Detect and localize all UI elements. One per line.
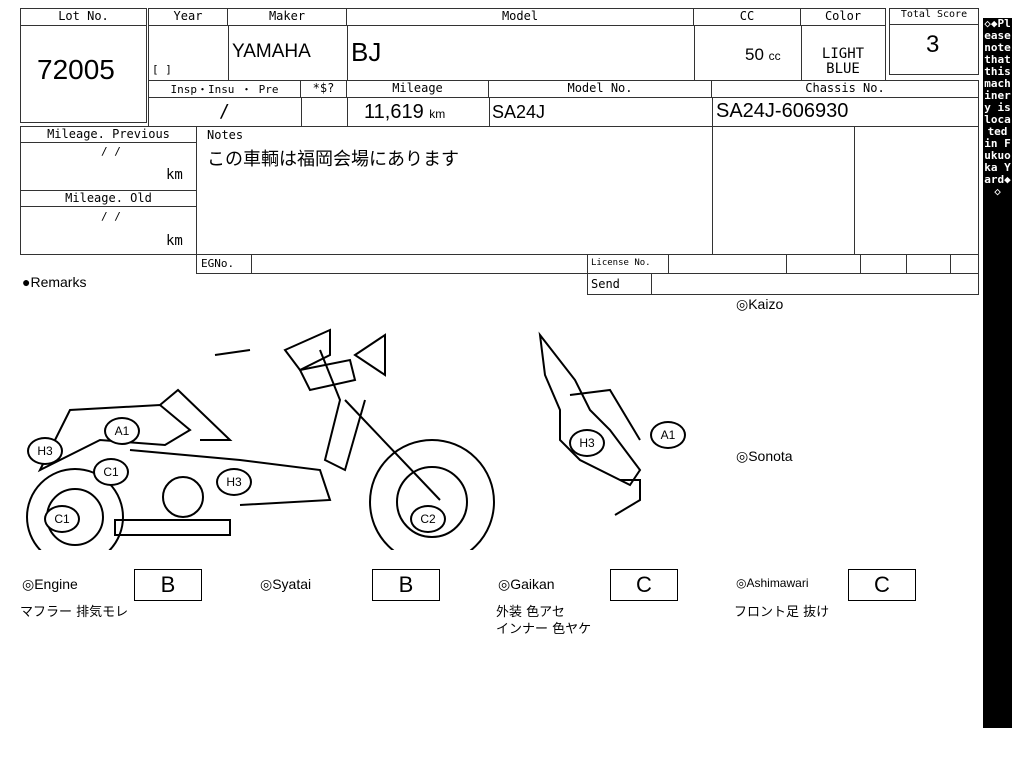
cc-unit: cc	[768, 49, 781, 63]
grade-label: ◎Ashimawari	[736, 576, 809, 590]
grade-note: インナー 色ヤケ	[496, 622, 592, 637]
color-label: Color	[801, 9, 885, 26]
damage-marker: H3	[27, 437, 63, 465]
insp-label: Insp・Insu ・ Pre	[149, 81, 301, 98]
prev-value: / /	[101, 145, 121, 158]
grade-note: フロント足 抜け	[734, 605, 830, 620]
old-value: / /	[101, 210, 121, 223]
cc-value: 50	[745, 45, 764, 64]
chassis-label: Chassis No.	[712, 81, 978, 98]
kaizo-label: ◎Kaizo	[736, 296, 784, 312]
damage-marker: C1	[44, 505, 80, 533]
mileage-label: Mileage	[347, 81, 489, 98]
score-value: 3	[926, 31, 940, 58]
old-label: Mileage. Old	[21, 190, 196, 207]
sonota-label: ◎Sonota	[736, 448, 793, 464]
lot-box: Lot No. 72005	[20, 8, 147, 123]
model-no-value: SA24J	[492, 102, 546, 122]
damage-marker: A1	[104, 417, 140, 445]
grade-label: ◎Engine	[22, 576, 78, 592]
maker-label: Maker	[228, 9, 347, 26]
model-no-label: Model No.	[489, 81, 712, 98]
damage-marker: C1	[93, 458, 129, 486]
send-label: Send	[591, 277, 620, 291]
lot-label: Lot No.	[21, 9, 146, 26]
insp-value: /	[219, 101, 230, 122]
remarks-label: ●Remarks	[22, 274, 87, 290]
details-row: Insp・Insu ・ Pre *$? Mileage Model No. Ch…	[148, 80, 979, 127]
license-label: License No.	[591, 258, 651, 268]
prev-label: Mileage. Previous	[21, 127, 196, 143]
dollar-label: *$?	[301, 81, 347, 98]
damage-marker: A1	[650, 421, 686, 449]
license-row: License No.	[587, 254, 979, 274]
total-score-box: Total Score 3	[889, 8, 979, 75]
mileage-history: Mileage. Previous / / km Mileage. Old / …	[20, 126, 197, 255]
grade-note: マフラー 排気モレ	[20, 605, 129, 620]
damage-marker: H3	[569, 429, 605, 457]
egno-label: EGNo.	[201, 257, 235, 270]
vehicle-header: Year Maker Model CC Color [ ] YAMAHA BJ …	[148, 8, 886, 81]
color-value: LIGHT BLUE	[821, 46, 865, 77]
notes-label: Notes	[207, 128, 244, 142]
motorcycle-diagram	[26, 328, 642, 550]
notes-box: Notes この車輌は福岡会場にあります	[196, 126, 979, 255]
grade-note: 外装 色アセ	[496, 605, 565, 620]
grade-value: C	[848, 569, 916, 601]
grade-value: C	[610, 569, 678, 601]
location-notice-bar: ◇◆Please note that this machinery is loc…	[983, 18, 1012, 728]
grade-value: B	[372, 569, 440, 601]
send-row: Send	[587, 273, 979, 295]
model-label: Model	[347, 9, 694, 26]
lot-number: 72005	[37, 54, 115, 85]
chassis-value: SA24J-606930	[716, 100, 849, 122]
egno-row: EGNo.	[196, 254, 588, 274]
prev-km: km	[166, 167, 183, 183]
maker-value: YAMAHA	[232, 41, 311, 62]
grade-label: ◎Syatai	[260, 576, 312, 592]
notes-text: この車輌は福岡会場にあります	[207, 149, 459, 170]
cc-label: CC	[694, 9, 801, 26]
damage-marker: H3	[216, 468, 252, 496]
mileage-value: 11,619	[364, 101, 424, 123]
score-label: Total Score	[890, 9, 978, 25]
damage-marker: C2	[410, 505, 446, 533]
old-km: km	[166, 233, 183, 249]
model-value: BJ	[351, 37, 382, 67]
year-label: Year	[149, 9, 228, 26]
year-value: [ ]	[152, 63, 172, 76]
mileage-unit: km	[429, 107, 446, 121]
grade-value: B	[134, 569, 202, 601]
grade-label: ◎Gaikan	[498, 576, 555, 592]
